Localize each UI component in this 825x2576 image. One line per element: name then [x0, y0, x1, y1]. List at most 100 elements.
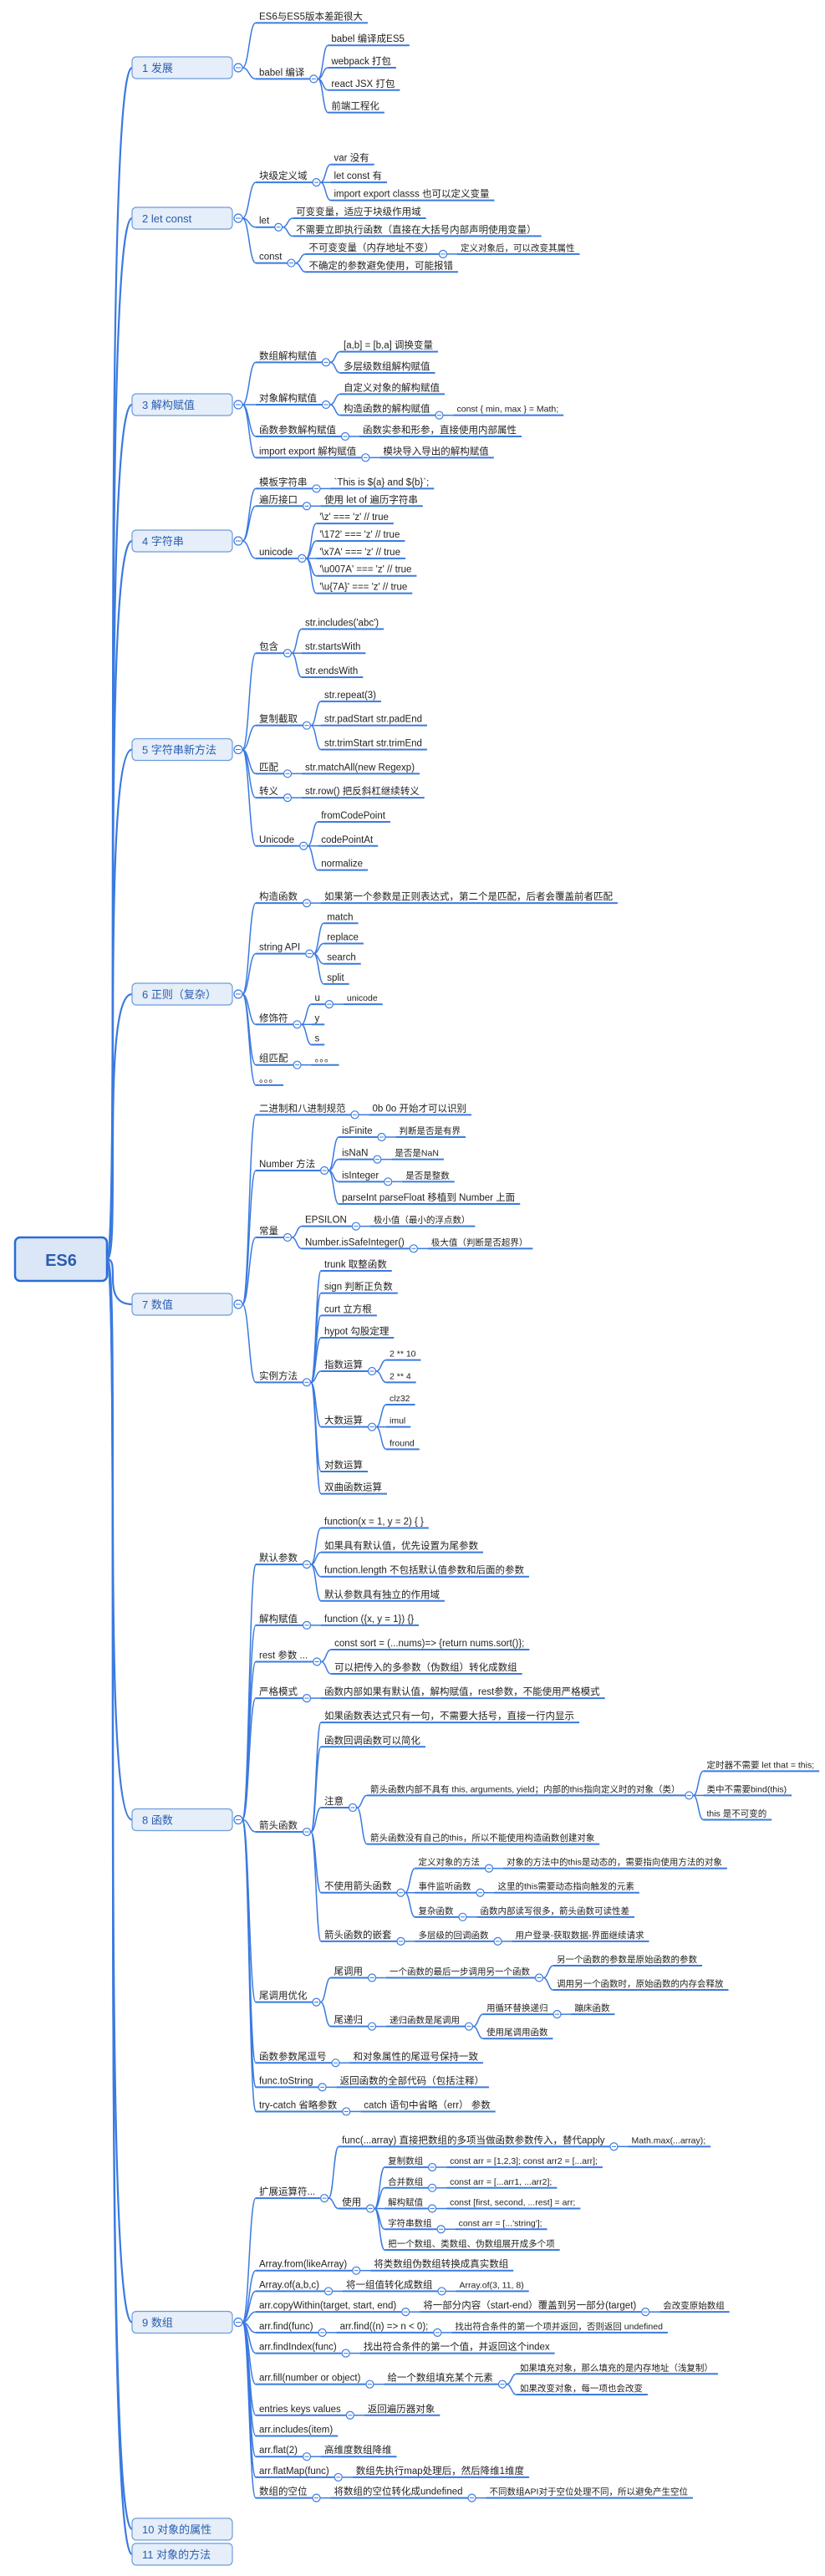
node-sections-7-children-4-ch[interactable]: 复杂函数: [415, 1905, 459, 1918]
collapse-toggle-icon[interactable]: [396, 1936, 405, 1946]
collapse-toggle-icon[interactable]: [367, 1366, 377, 1376]
node-sections-7-children-4-ch[interactable]: 定义对象的方法: [415, 1857, 486, 1870]
node-sections-8-children-11[interactable]: 数组的空位: [256, 2486, 313, 2499]
node-sections-7-children-4-ch[interactable]: 这里的this需要动态指向触发的元素: [494, 1881, 639, 1894]
node-sections-2-children-0-ch[interactable]: [a,b] = [b,a] 调换变量: [340, 339, 439, 353]
section-4[interactable]: 4 字符串: [131, 529, 233, 553]
node-sections-7-children-4-ch[interactable]: 定时器不需要 let that = this;: [703, 1759, 820, 1773]
collapse-toggle-icon[interactable]: [340, 431, 350, 441]
root-node[interactable]: ES6: [13, 1236, 109, 1283]
section-1[interactable]: 1 发展: [131, 56, 233, 79]
node-sections-5-children-3[interactable]: 组匹配: [256, 1053, 293, 1066]
collapse-toggle-icon[interactable]: [233, 1299, 243, 1309]
node-sections-8-children-0[interactable]: 扩展运算符...: [256, 2186, 321, 2200]
node-sections-7-children-6-ch[interactable]: 和对象属性的尾逗号保持一致: [349, 2050, 484, 2064]
node-sections-7-children-4-ch[interactable]: 不使用箭头函数: [321, 1880, 397, 1894]
node-sections-7-children-2-ch[interactable]: 可以把传入的多参数（伪数组）转化成数组: [331, 1661, 522, 1676]
collapse-toggle-icon[interactable]: [341, 2349, 350, 2358]
node-sections-7-children-0-ch[interactable]: function(x = 1, y = 2) { }: [321, 1518, 429, 1529]
node-sections-1-children-0-ch[interactable]: import export classs 也可以定义变量: [330, 188, 495, 201]
node-sections-5-children-2[interactable]: 修饰符: [256, 1012, 293, 1026]
node-sections-5-children-1-ch[interactable]: replace: [323, 933, 364, 945]
collapse-toggle-icon[interactable]: [312, 1997, 321, 2007]
node-sections-8-children-6-ch[interactable]: 如果填充对象，那么填充的是内存地址（浅复制）: [516, 2362, 718, 2375]
collapse-toggle-icon[interactable]: [409, 1244, 418, 1253]
collapse-toggle-icon[interactable]: [302, 1693, 312, 1703]
collapse-toggle-icon[interactable]: [348, 1803, 358, 1813]
collapse-toggle-icon[interactable]: [458, 1912, 467, 1921]
node-sections-4-children-2-ch[interactable]: str.matchAll(new Regexp): [302, 763, 420, 775]
node-sections-4-children-1-ch[interactable]: str.repeat(3): [321, 691, 381, 702]
node-sections-8-children-0-ch[interactable]: const arr = [...arr1, ...arr2];: [446, 2177, 558, 2189]
node-sections-7-children-0-ch[interactable]: 如果具有默认值，优先设置为尾参数: [321, 1540, 483, 1553]
collapse-toggle-icon[interactable]: [313, 1657, 322, 1666]
collapse-toggle-icon[interactable]: [484, 1864, 494, 1873]
section-8[interactable]: 8 函数: [131, 1808, 233, 1832]
node-sections-4-children-0[interactable]: 包含: [256, 640, 283, 655]
collapse-toggle-icon[interactable]: [427, 2183, 437, 2192]
collapse-toggle-icon[interactable]: [233, 400, 243, 410]
node-sections-2-children-2-ch[interactable]: 函数实参和形参，直接使用内部属性: [359, 424, 522, 437]
node-sections-1-children-2-ch[interactable]: 不可变变量（内存地址不变）: [305, 242, 440, 255]
collapse-toggle-icon[interactable]: [298, 553, 307, 563]
node-sections-5-children-2-ch[interactable]: y: [311, 1013, 325, 1026]
collapse-toggle-icon[interactable]: [233, 989, 243, 999]
node-sections-4-children-0-ch[interactable]: str.includes('abc'): [302, 618, 384, 630]
collapse-toggle-icon[interactable]: [685, 1791, 694, 1800]
node-sections-4-children-2[interactable]: 匹配: [256, 762, 283, 775]
node-sections-3-children-0-ch[interactable]: `This is ${a} and ${b}`;: [330, 477, 435, 490]
collapse-toggle-icon[interactable]: [233, 744, 243, 755]
node-sections-0-children-1-ch[interactable]: 前端工程化: [328, 100, 384, 114]
node-sections-6-children-0-ch[interactable]: 0b 0o 开始才可以识别: [369, 1102, 471, 1116]
node-sections-7-children-4-ch[interactable]: 用户登录-获取数据-界面继续请求: [512, 1930, 649, 1942]
node-sections-8-children-11-c[interactable]: 不同数组API对于空位处理不同，所以避免产生空位: [486, 2487, 693, 2499]
node-sections-5-children-1-ch[interactable]: split: [323, 973, 349, 985]
node-sections-8-children-7[interactable]: entries keys values: [256, 2405, 346, 2416]
node-sections-5-children-1-ch[interactable]: match: [323, 912, 359, 925]
collapse-toggle-icon[interactable]: [324, 999, 334, 1009]
node-sections-7-children-4-ch[interactable]: 函数回调函数可以简化: [321, 1734, 425, 1748]
node-sections-8-children-3-ch[interactable]: 会改变原始数组: [659, 2300, 730, 2313]
node-sections-4-children-3-ch[interactable]: str.row() 把反斜杠继续转义: [302, 785, 425, 799]
collapse-toggle-icon[interactable]: [312, 484, 321, 493]
collapse-toggle-icon[interactable]: [318, 2083, 327, 2092]
node-sections-7-children-8-ch[interactable]: catch 语句中省略（err） 参数: [360, 2099, 496, 2113]
node-sections-1-children-0-ch[interactable]: let const 有: [330, 170, 388, 184]
node-sections-6-children-1-ch[interactable]: 判断是否是有界: [395, 1125, 466, 1138]
collapse-toggle-icon[interactable]: [299, 841, 308, 850]
collapse-toggle-icon[interactable]: [361, 453, 370, 462]
node-sections-8-children-9[interactable]: arr.flat(2): [256, 2446, 303, 2458]
node-sections-7-children-0-ch[interactable]: function.length 不包括默认值参数和后面的参数: [321, 1564, 529, 1578]
node-sections-4-children-1[interactable]: 复制截取: [256, 713, 303, 727]
node-sections-7-children-8[interactable]: try-catch 省略参数: [256, 2099, 343, 2113]
node-sections-7-children-1-ch[interactable]: function ({x, y = 1}) {}: [321, 1614, 420, 1626]
node-sections-7-children-4-ch[interactable]: 如果函数表达式只有一句，不需要大括号，直接一行内显示: [321, 1710, 579, 1724]
node-sections-2-children-1-ch[interactable]: 自定义对象的解构赋值: [340, 381, 445, 395]
node-sections-8-children-0-ch[interactable]: 合并数组: [384, 2176, 429, 2189]
node-sections-3-children-2-ch[interactable]: '\z' === 'z' // true: [316, 513, 394, 525]
collapse-toggle-icon[interactable]: [305, 949, 314, 958]
node-sections-0-children-1-ch[interactable]: react JSX 打包: [328, 78, 400, 91]
collapse-toggle-icon[interactable]: [497, 2380, 507, 2389]
node-sections-8-children-2-ch[interactable]: Array.of(3, 11, 8): [456, 2280, 529, 2293]
node-sections-7-children-5-ch[interactable]: 蹦床函数: [571, 2002, 615, 2016]
collapse-toggle-icon[interactable]: [321, 400, 331, 410]
collapse-toggle-icon[interactable]: [553, 2010, 562, 2019]
section-9[interactable]: 9 数组: [131, 2310, 233, 2334]
node-sections-7-children-4-ch[interactable]: 注意: [321, 1795, 349, 1808]
node-sections-8-children-0-ch[interactable]: const [first, second, ...rest] = arr;: [446, 2198, 581, 2210]
node-sections-7-children-5-ch[interactable]: 一个函数的最后一步调用另一个函数: [386, 1966, 535, 1979]
section-2[interactable]: 2 let const: [131, 207, 233, 230]
collapse-toggle-icon[interactable]: [384, 1177, 393, 1186]
node-sections-7-children-2-ch[interactable]: const sort = (...nums)=> {return nums.so…: [331, 1639, 530, 1650]
node-sections-4-children-4-ch[interactable]: codePointAt: [318, 835, 379, 847]
node-sections-5-children-2-ch[interactable]: u: [311, 993, 325, 1006]
node-sections-7-children-1[interactable]: 解构赋值: [256, 1613, 303, 1626]
node-sections-3-children-2-ch[interactable]: '\172' === 'z' // true: [316, 530, 405, 542]
node-sections-6-children-3-ch[interactable]: 指数运算: [321, 1359, 368, 1372]
collapse-toggle-icon[interactable]: [312, 2493, 321, 2502]
collapse-toggle-icon[interactable]: [318, 2328, 327, 2337]
node-sections-8-children-0-ch[interactable]: 字符串数组: [384, 2217, 437, 2231]
node-sections-6-children-3-ch[interactable]: 对数运算: [321, 1459, 368, 1472]
node-sections-7-children-5-ch[interactable]: 使用尾调用函数: [483, 2027, 553, 2040]
